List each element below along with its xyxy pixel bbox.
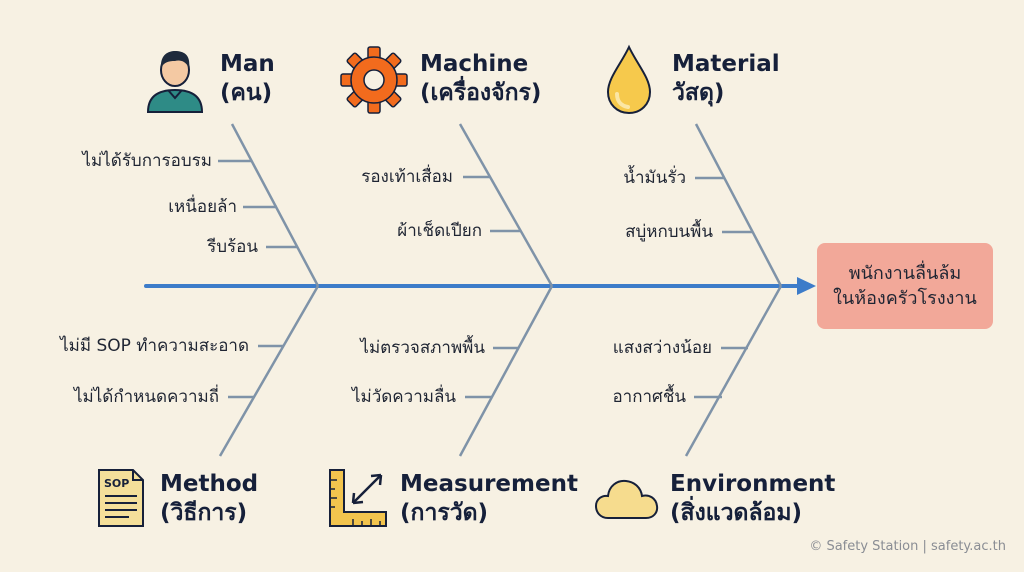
category-material: Material วัสดุ) <box>672 50 780 108</box>
cause-item: สบู่หกบนพื้น <box>625 222 713 242</box>
cause-item: แสงสว่างน้อย <box>612 338 712 358</box>
cause-item: อากาศชื้น <box>612 387 686 407</box>
category-environment-subtitle: (สิ่งแวดล้อม) <box>670 500 803 526</box>
cause-item: ไม่ได้กำหนดความถี่ <box>73 387 219 407</box>
bone-measurement <box>458 285 554 457</box>
category-machine: Machine (เครื่องจักร) <box>420 50 541 108</box>
cloud-icon <box>594 479 659 519</box>
oil-drop-icon <box>606 44 652 115</box>
effect-line-1: พนักงานลื่นล้ม <box>848 263 962 284</box>
cause-item: ไม่ได้รับการอบรม <box>82 151 212 171</box>
category-method-title: Method <box>160 471 259 497</box>
category-measurement-title: Measurement <box>400 471 578 497</box>
spine-arrowhead <box>797 277 816 295</box>
category-man: Man (คน) <box>220 50 275 108</box>
cause-item: น้ำมันรั่ว <box>623 168 686 188</box>
cause-item: เหนื่อยล้า <box>168 197 237 217</box>
category-machine-title: Machine <box>420 51 529 77</box>
person-icon <box>146 51 204 113</box>
category-method: Method (วิธีการ) <box>160 470 258 528</box>
bone-environment <box>684 285 783 457</box>
bone-material <box>694 123 783 287</box>
category-method-subtitle: (วิธีการ) <box>160 500 248 526</box>
category-measurement: Measurement (การวัด) <box>400 470 578 528</box>
category-environment: Environment (สิ่งแวดล้อม) <box>670 470 835 528</box>
cause-item: ไม่มี SOP ทำความสะอาด <box>60 336 249 356</box>
bone-man <box>230 123 320 287</box>
cause-item: ไม่วัดความลื่น <box>351 387 456 407</box>
category-man-title: Man <box>220 51 275 77</box>
category-machine-subtitle: (เครื่องจักร) <box>420 80 542 106</box>
cause-item: รองเท้าเสื่อม <box>361 167 453 187</box>
credit-text: © Safety Station | safety.ac.th <box>809 539 1006 554</box>
category-measurement-subtitle: (การวัด) <box>400 500 489 526</box>
effect-line-2: ในห้องครัวโรงงาน <box>833 288 977 309</box>
cause-item: ไม่ตรวจสภาพพื้น <box>360 338 485 358</box>
category-material-subtitle: วัสดุ) <box>672 80 725 106</box>
category-environment-title: Environment <box>670 471 836 497</box>
category-material-title: Material <box>672 51 780 77</box>
sop-icon-label: SOP <box>104 477 129 490</box>
ruler-icon <box>329 469 387 527</box>
bone-machine <box>458 123 554 287</box>
category-man-subtitle: (คน) <box>220 80 273 106</box>
cause-item: ผ้าเช็ดเปียก <box>397 221 482 241</box>
gear-icon <box>340 46 408 114</box>
bone-method <box>218 285 320 457</box>
cause-item: รีบร้อน <box>207 237 258 257</box>
sop-document-icon: SOP <box>98 469 144 527</box>
effect-box: พนักงานลื่นล้ม ในห้องครัวโรงงาน <box>817 243 993 329</box>
